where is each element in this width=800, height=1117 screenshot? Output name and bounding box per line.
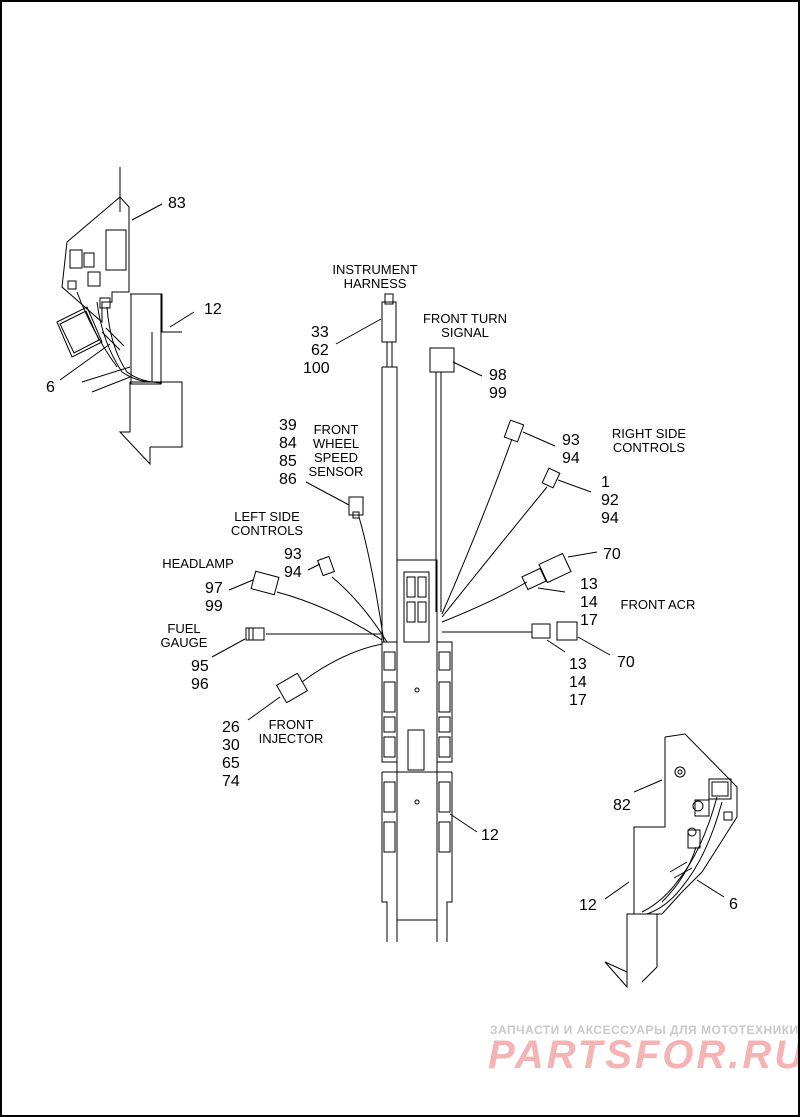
callout-acr-70-top: 70	[603, 546, 621, 563]
callout-83: 83	[168, 195, 186, 212]
label-headlamp: HEADLAMP	[162, 556, 234, 571]
callout-injector-3: 65	[222, 755, 240, 772]
callout-acr-b-3: 17	[569, 692, 587, 709]
callout-12-bottom: 12	[579, 897, 597, 914]
inset-left-bracket	[56, 167, 195, 466]
connector-right-controls-a	[503, 419, 525, 443]
connector-wheel-speed	[348, 496, 364, 519]
label-left-side-controls-2: CONTROLS	[231, 523, 304, 538]
label-wheel-speed-3: SPEED	[314, 450, 358, 465]
connector-right-controls-b	[541, 467, 561, 489]
callout-acr-a-3: 17	[580, 612, 598, 629]
callout-right-controls-b-3: 94	[601, 510, 619, 527]
callout-instrument-2: 62	[311, 342, 329, 359]
label-wheel-speed-4: SENSOR	[309, 464, 364, 479]
callout-6-top: 6	[46, 379, 55, 396]
callout-right-controls-a-2: 94	[562, 450, 580, 467]
callout-injector-2: 30	[222, 737, 240, 754]
callout-right-controls-b-1: 1	[601, 474, 610, 491]
watermark-tagline: ЗАПЧАСТИ И АКСЕССУАРЫ ДЛЯ МОТОТЕХНИКИ	[490, 1023, 798, 1037]
callout-left-controls-1: 93	[284, 546, 302, 563]
callout-turn-signal-1: 98	[489, 367, 507, 384]
callout-wheel-speed-1: 39	[279, 417, 297, 434]
connector-headlamp	[250, 570, 280, 596]
callout-injector-1: 26	[222, 719, 240, 736]
label-front-injector-2: INJECTOR	[259, 731, 324, 746]
connector-left-controls	[316, 555, 336, 577]
callout-acr-70-bottom: 70	[617, 654, 635, 671]
callout-instrument-3: 100	[303, 360, 330, 377]
label-wheel-speed-1: FRONT	[314, 422, 359, 437]
callout-acr-b-2: 14	[569, 674, 587, 691]
callout-fuel-gauge-1: 95	[191, 658, 209, 675]
label-front-turn-signal-2: SIGNAL	[441, 325, 489, 340]
callout-injector-4: 74	[222, 773, 240, 790]
label-front-acr: FRONT ACR	[621, 597, 696, 612]
label-left-side-controls-1: LEFT SIDE	[234, 509, 300, 524]
connector-front-injector	[275, 672, 309, 704]
connector-acr-b	[531, 621, 578, 641]
label-wheel-speed-2: WHEEL	[313, 436, 359, 451]
callout-turn-signal-2: 99	[489, 385, 507, 402]
callout-headlamp-1: 97	[205, 580, 223, 597]
callout-acr-a-1: 13	[580, 576, 598, 593]
callout-wheel-speed-3: 85	[279, 453, 297, 470]
callout-wheel-speed-4: 86	[279, 471, 297, 488]
callout-right-controls-b-2: 92	[601, 492, 619, 509]
callout-12-top: 12	[204, 301, 222, 318]
callout-fuel-gauge-2: 96	[191, 676, 209, 693]
callout-wheel-speed-2: 84	[279, 435, 297, 452]
callout-instrument-1: 33	[311, 324, 329, 341]
callout-right-controls-a-1: 93	[562, 432, 580, 449]
label-fuel-gauge-1: FUEL	[167, 621, 200, 636]
watermark-brand: PARTSFOR.RU	[488, 1033, 798, 1077]
label-fuel-gauge-2: GAUGE	[161, 635, 208, 650]
connector-fuel-gauge	[245, 627, 265, 641]
label-front-injector-1: FRONT	[269, 717, 314, 732]
center-harness	[211, 293, 611, 942]
callout-82: 82	[613, 797, 631, 814]
label-right-side-controls-2: CONTROLS	[613, 440, 686, 455]
callout-12-center: 12	[481, 827, 499, 844]
callout-acr-b-1: 13	[569, 656, 587, 673]
label-front-turn-signal-1: FRONT TURN	[423, 311, 507, 326]
inset-right-bracket	[604, 733, 738, 989]
label-instrument-harness-1: INSTRUMENT	[332, 262, 417, 277]
callout-left-controls-2: 94	[284, 564, 302, 581]
callout-acr-a-2: 14	[580, 594, 598, 611]
connector-acr-a	[521, 552, 572, 591]
label-instrument-harness-2: HARNESS	[344, 276, 407, 291]
callout-headlamp-2: 99	[205, 598, 223, 615]
label-right-side-controls-1: RIGHT SIDE	[612, 426, 686, 441]
callout-6-bottom: 6	[729, 896, 738, 913]
